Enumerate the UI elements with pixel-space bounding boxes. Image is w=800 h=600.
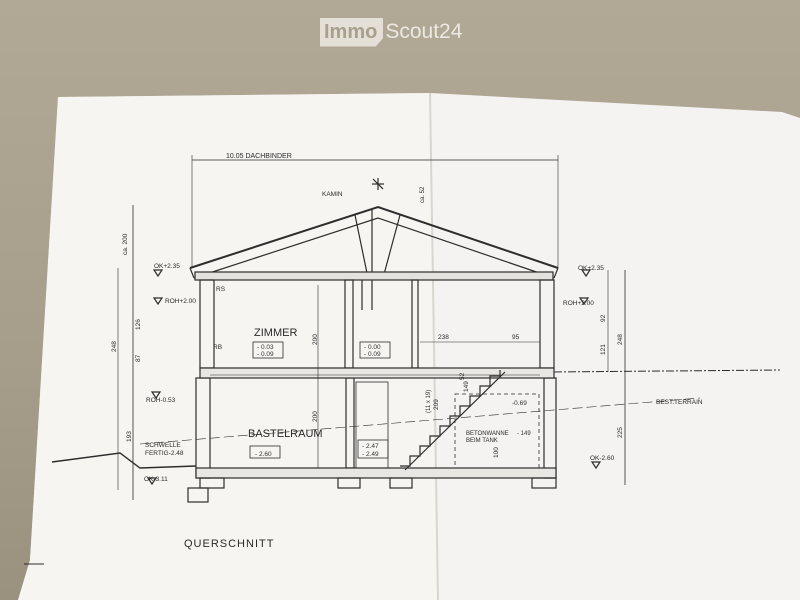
dim-200-lower: 200 xyxy=(312,411,319,422)
dim-121: 121 xyxy=(600,344,607,355)
best-terrain-line xyxy=(139,397,701,445)
level-marker xyxy=(152,269,164,278)
level-zimmer-right-1: - 0.00 xyxy=(364,344,381,351)
level-bastel-left: - 2.60 xyxy=(255,451,272,458)
dim-238: 238 xyxy=(438,334,449,341)
roof-edge-right xyxy=(553,267,559,279)
level-marker xyxy=(146,477,158,486)
floor-slab xyxy=(199,367,555,379)
dachbinder-label: 10.05 DACHBINDER xyxy=(226,153,292,160)
level-marker xyxy=(580,269,592,278)
level-box xyxy=(357,439,389,459)
ok260-label: OK-2.60 xyxy=(590,455,615,462)
room-zimmer: ZIMMER xyxy=(254,327,297,339)
drawing-title: QUERSCHNITT xyxy=(184,538,274,550)
dim-87: 87 xyxy=(135,354,142,362)
step-dim-label: (11 x 19) xyxy=(426,390,432,413)
dim-200-upper: 200 xyxy=(312,334,319,345)
ca200-label: ca. 200 xyxy=(122,233,129,255)
level-zimmer-right-2: - 0.09 xyxy=(364,351,381,358)
level-marker xyxy=(152,297,164,306)
ca52-label: ca. 52 xyxy=(420,186,426,203)
level-box xyxy=(252,341,284,359)
foundation xyxy=(199,477,225,489)
room-bastelraum: BASTELRAUM xyxy=(248,428,323,440)
level-zimmer-left-1: - 0.03 xyxy=(257,344,274,351)
foundation xyxy=(389,477,413,489)
footing xyxy=(187,487,209,503)
fertig-label: FERTIG-2.48 xyxy=(145,450,184,457)
dim-126: 126 xyxy=(135,319,142,330)
dim-149: 149 xyxy=(463,381,470,392)
kamin-mark xyxy=(372,178,384,190)
betonwanne-label: BETONWANNE xyxy=(466,431,509,437)
level-box xyxy=(249,445,281,459)
dim-248-left: 248 xyxy=(111,341,118,352)
immoscout-watermark: Immo Scout24 xyxy=(320,16,462,48)
roof-ceiling-beam xyxy=(194,271,554,281)
dim-209: 209 xyxy=(433,399,440,410)
watermark-brand-right: Scout24 xyxy=(385,20,463,43)
roh200-left-label: ROH+2.00 xyxy=(165,298,196,305)
dim-95: 95 xyxy=(512,334,520,341)
ok235-left-label: OK+2.35 xyxy=(154,263,180,270)
tank-area xyxy=(454,393,540,469)
beim-tank-label: BEIM TANK xyxy=(466,438,498,444)
roh053-label: ROH-0.53 xyxy=(146,397,176,404)
basement-slab xyxy=(195,467,557,479)
dim-92: 92 xyxy=(600,314,607,322)
watermark-brand-left: Immo xyxy=(320,17,384,47)
best-terrain-label: BEST.TERRAIN xyxy=(656,399,703,406)
schwelle-label: SCHWELLE xyxy=(145,442,181,449)
level-stair-right: -0.69 xyxy=(512,400,527,407)
door-opening xyxy=(355,381,389,469)
rb-label: RB xyxy=(213,344,222,351)
kamin-label: KAMIN xyxy=(322,191,343,198)
truss-member xyxy=(382,214,401,279)
roof-edge-left xyxy=(189,267,195,279)
dim-100: 100 xyxy=(493,447,500,458)
level-marker xyxy=(150,391,162,400)
level-bastel-right-1: - 2.47 xyxy=(362,443,379,450)
dim-248-right: 248 xyxy=(617,334,624,345)
terrain-left xyxy=(51,452,197,469)
roof-outline xyxy=(189,205,559,269)
dim-52: 52 xyxy=(459,372,466,380)
stair-steps xyxy=(400,370,501,467)
section-drawing xyxy=(24,155,781,565)
ok311-label: OK-3.11 xyxy=(144,476,168,483)
level-marker xyxy=(590,461,602,470)
foundation xyxy=(531,477,557,489)
level-bastel-right-2: - 2.49 xyxy=(362,451,379,458)
dim-193: 193 xyxy=(126,431,133,442)
level-betonwanne: - 149 xyxy=(517,431,531,437)
level-box xyxy=(359,341,391,359)
level-marker xyxy=(578,297,590,306)
terrain-right xyxy=(553,369,781,373)
roof-inner xyxy=(193,217,555,279)
level-zimmer-left-2: - 0.09 xyxy=(257,351,274,358)
foundation xyxy=(337,477,361,489)
roh200-right-label: ROH+2.00 xyxy=(563,300,594,307)
ok235-right-label: OK+2.35 xyxy=(578,265,604,272)
dim-225: 225 xyxy=(617,427,624,438)
rs-label: RS xyxy=(216,286,226,293)
truss-member xyxy=(354,214,369,279)
paper-fold-line xyxy=(429,92,439,600)
